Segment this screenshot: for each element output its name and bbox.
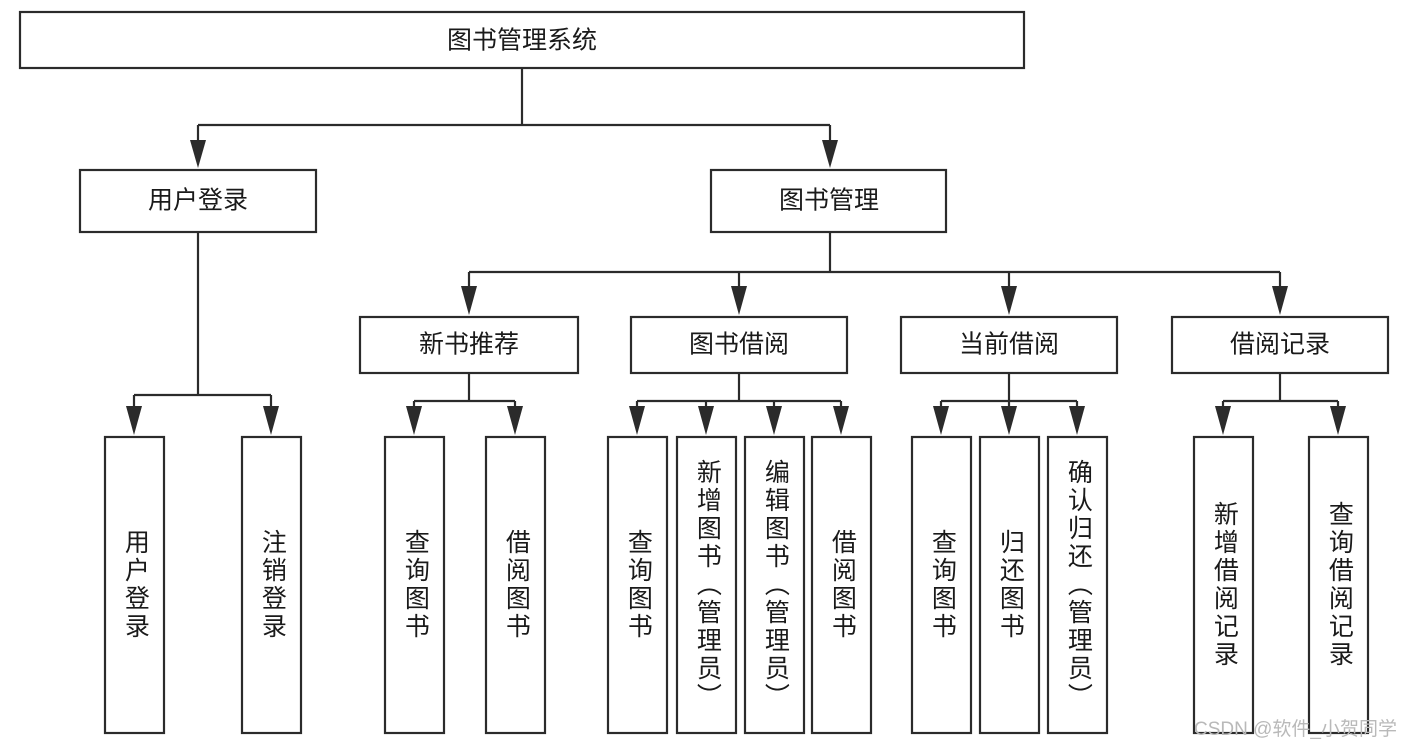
node-root-box xyxy=(18,10,1026,70)
leaf-query-borrow-record-box xyxy=(1307,435,1370,735)
node-book-management[interactable]: 图书管理 xyxy=(709,168,948,234)
leaf-query-books-borrow[interactable]: 查询图书 xyxy=(606,435,669,735)
arrow-head-icon xyxy=(698,406,714,435)
leaf-edit-book-admin-box xyxy=(743,435,806,735)
leaf-edit-book-admin-label: 编辑图书（管理员） xyxy=(761,459,790,711)
arrow-head-icon xyxy=(933,406,949,435)
connector-books-to-level3 xyxy=(461,232,1288,315)
leaf-logout[interactable]: 注销登录 xyxy=(240,435,303,735)
node-borrow-records-box xyxy=(1170,315,1390,375)
arrow-head-icon xyxy=(1215,406,1231,435)
leaf-query-borrow-record[interactable]: 查询借阅记录 xyxy=(1307,435,1370,735)
leaf-return-books-box xyxy=(978,435,1041,735)
leaf-query-books-current-label: 查询图书 xyxy=(928,529,957,641)
leaf-query-books-current[interactable]: 查询图书 xyxy=(910,435,973,735)
leaf-return-books[interactable]: 归还图书 xyxy=(978,435,1041,735)
node-current-borrow-label: 当前借阅 xyxy=(959,331,1059,359)
connector-records-to-leaves xyxy=(1215,373,1346,435)
node-root-system[interactable]: 图书管理系统 xyxy=(18,10,1026,70)
node-new-book-recommend-box xyxy=(358,315,580,375)
node-book-borrow-label: 图书借阅 xyxy=(689,331,789,359)
leaf-borrow-books[interactable]: 借阅图书 xyxy=(810,435,873,735)
leaf-borrow-books-recommend-label: 借阅图书 xyxy=(502,529,531,641)
leaf-query-books-recommend-label: 查询图书 xyxy=(401,529,430,641)
leaf-return-books-label: 归还图书 xyxy=(996,529,1025,641)
node-current-borrow[interactable]: 当前借阅 xyxy=(899,315,1119,375)
node-book-borrow-box xyxy=(629,315,849,375)
csdn-watermark: CSDN @软件_小贺同学 xyxy=(1194,719,1397,740)
leaf-add-borrow-record[interactable]: 新增借阅记录 xyxy=(1192,435,1255,735)
node-borrow-records[interactable]: 借阅记录 xyxy=(1170,315,1390,375)
leaf-borrow-books-recommend[interactable]: 借阅图书 xyxy=(484,435,547,735)
leaf-logout-label: 注销登录 xyxy=(258,529,287,641)
leaf-query-books-recommend-box xyxy=(383,435,446,735)
arrow-head-icon xyxy=(126,406,142,435)
arrow-head-icon xyxy=(766,406,782,435)
arrow-head-icon xyxy=(731,286,747,315)
node-book-management-label: 图书管理 xyxy=(779,187,879,215)
connector-login-to-leaves xyxy=(126,232,279,435)
leaf-confirm-return-admin-box xyxy=(1046,435,1109,735)
leaf-user-login-box xyxy=(103,435,166,735)
arrow-head-icon xyxy=(507,406,523,435)
leaf-add-borrow-record-box xyxy=(1192,435,1255,735)
arrow-head-icon xyxy=(1272,286,1288,315)
arrow-head-icon xyxy=(190,140,206,168)
leaf-user-login-label: 用户登录 xyxy=(121,529,150,641)
leaf-add-book-admin-label: 新增图书（管理员） xyxy=(693,459,722,711)
leaf-borrow-books-box xyxy=(810,435,873,735)
node-new-book-recommend-label: 新书推荐 xyxy=(419,331,519,359)
node-user-login-box xyxy=(78,168,318,234)
arrow-head-icon xyxy=(822,140,838,168)
leaf-query-borrow-record-label: 查询借阅记录 xyxy=(1325,501,1354,669)
leaf-borrow-books-recommend-box xyxy=(484,435,547,735)
connector-current-to-leaves xyxy=(933,373,1085,435)
arrow-head-icon xyxy=(833,406,849,435)
arrow-head-icon xyxy=(1069,406,1085,435)
leaf-confirm-return-admin-label: 确认归还（管理员） xyxy=(1064,459,1093,711)
arrow-head-icon xyxy=(1330,406,1346,435)
leaf-add-book-admin[interactable]: 新增图书（管理员） xyxy=(675,435,738,735)
node-user-login[interactable]: 用户登录 xyxy=(78,168,318,234)
arrow-head-icon xyxy=(406,406,422,435)
leaf-confirm-return-admin[interactable]: 确认归还（管理员） xyxy=(1046,435,1109,735)
arrow-head-icon xyxy=(629,406,645,435)
leaf-add-book-admin-box xyxy=(675,435,738,735)
leaf-add-borrow-record-label: 新增借阅记录 xyxy=(1210,501,1239,669)
node-book-borrow[interactable]: 图书借阅 xyxy=(629,315,849,375)
node-new-book-recommend[interactable]: 新书推荐 xyxy=(358,315,580,375)
leaf-logout-box xyxy=(240,435,303,735)
node-user-login-label: 用户登录 xyxy=(148,187,248,215)
node-borrow-records-label: 借阅记录 xyxy=(1230,331,1330,359)
arrow-head-icon xyxy=(461,286,477,315)
arrow-head-icon xyxy=(1001,286,1017,315)
node-current-borrow-box xyxy=(899,315,1119,375)
node-root-label: 图书管理系统 xyxy=(447,27,597,55)
connector-borrow-to-leaves xyxy=(629,373,849,435)
leaf-query-books-borrow-label: 查询图书 xyxy=(624,529,653,641)
leaf-edit-book-admin[interactable]: 编辑图书（管理员） xyxy=(743,435,806,735)
leaf-borrow-books-label: 借阅图书 xyxy=(828,529,857,641)
node-book-management-box xyxy=(709,168,948,234)
leaf-query-books-borrow-box xyxy=(606,435,669,735)
leaf-query-books-current-box xyxy=(910,435,973,735)
leaf-query-books-recommend[interactable]: 查询图书 xyxy=(383,435,446,735)
leaf-user-login[interactable]: 用户登录 xyxy=(103,435,166,735)
connector-root-to-level2 xyxy=(190,68,838,168)
arrow-head-icon xyxy=(263,406,279,435)
connector-newbooks-to-leaves xyxy=(406,373,523,435)
arrow-head-icon xyxy=(1001,406,1017,435)
